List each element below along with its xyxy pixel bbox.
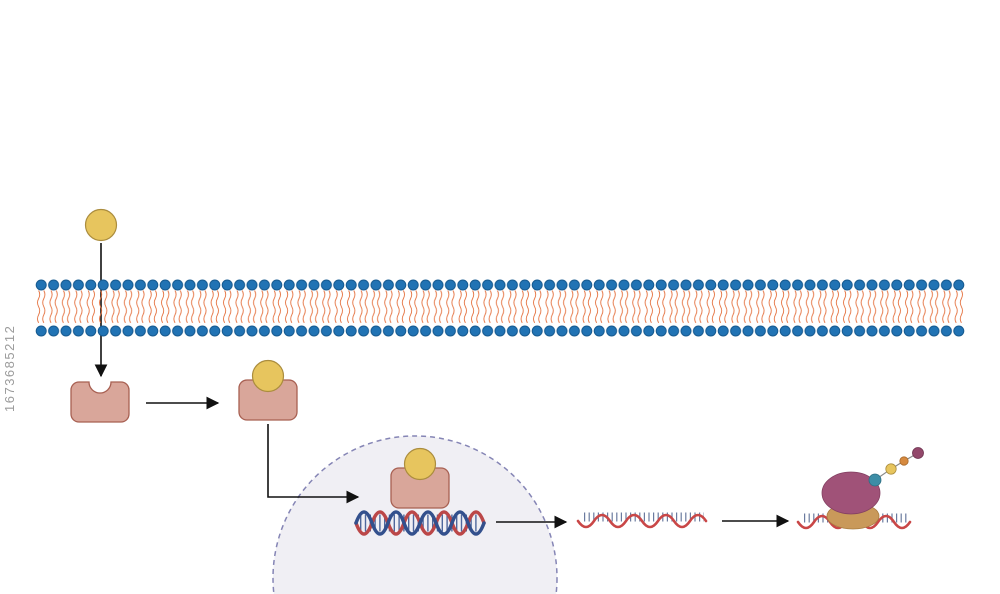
- cell-membrane: [35, 279, 965, 337]
- arrow-complex-to-nucleus: [267, 424, 360, 504]
- polypeptide-chain-icon: [868, 447, 924, 487]
- receptor-ligand-complex-icon: [238, 359, 298, 421]
- ribosome-large-subunit-icon: [821, 471, 881, 515]
- receptor-empty-icon: [70, 381, 130, 423]
- nuclear-receptor-complex-icon: [390, 447, 450, 509]
- mrna-strand-icon: [576, 512, 708, 529]
- ribosome-complex-icon: [796, 447, 924, 530]
- signal-molecule-icon: [84, 208, 118, 242]
- dna-double-helix-icon: [354, 510, 486, 536]
